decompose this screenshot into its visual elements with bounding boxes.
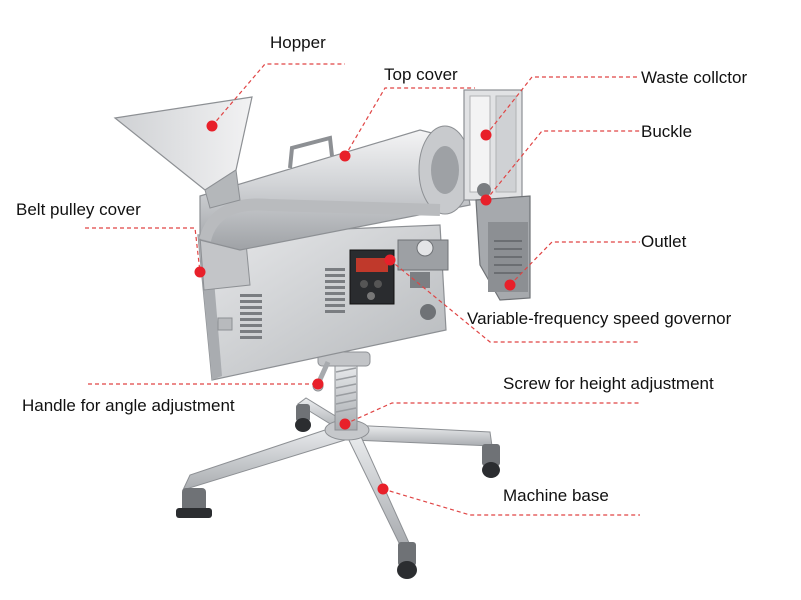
callout-markers [194,120,516,495]
leader-hopper [211,63,345,127]
marker-waste-collector [480,129,492,141]
waste-collector [463,89,523,201]
label-belt-pulley-cover: Belt pulley cover [16,200,141,219]
label-height-screw: Screw for height adjustment [503,374,714,393]
label-speed-governor: Variable-frequency speed governor [467,309,732,328]
marker-top-cover [339,150,351,162]
leader-governor [389,259,640,343]
hopper [113,96,253,209]
label-machine-base: Machine base [503,486,609,505]
leader-buckle [485,130,640,201]
height-adjustment-screw [317,351,371,431]
marker-outlet [504,279,516,291]
marker-hopper [206,120,218,132]
caster-wheels [176,404,500,579]
label-buckle: Buckle [641,122,693,141]
leader-height-screw [344,402,640,425]
label-hopper: Hopper [270,33,326,52]
leader-belt-pulley [85,227,201,273]
top-cover-drum [199,125,472,251]
label-top-cover: Top cover [384,65,458,84]
label-outlet: Outlet [641,232,687,251]
marker-governor [384,254,396,266]
marker-height-screw [339,418,351,430]
leader-waste-collector [485,76,640,136]
leader-lines [85,63,640,516]
label-waste-collector: Waste collctor [641,68,748,87]
pipe-assembly [397,239,449,320]
leader-top-cover [344,87,475,157]
outlet [475,195,531,301]
leader-machine-base [382,488,640,516]
marker-machine-base [377,483,389,495]
marker-belt-pulley [194,266,206,278]
label-angle-handle: Handle for angle adjustment [22,396,235,415]
marker-angle-handle [312,378,324,390]
marker-buckle [480,194,492,206]
